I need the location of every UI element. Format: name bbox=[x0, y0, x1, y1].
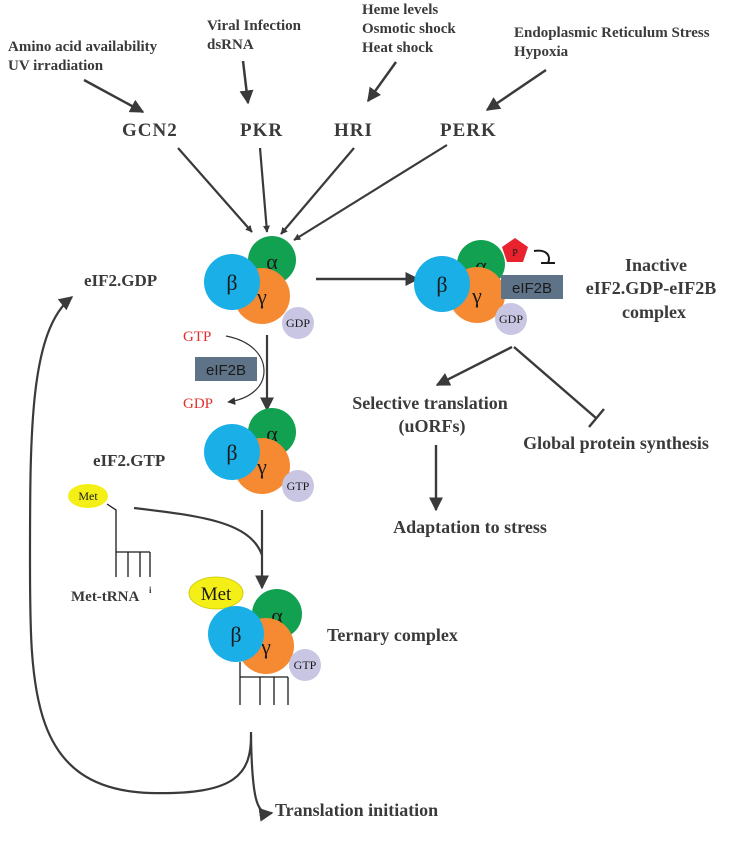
phosphate-pentagon bbox=[502, 238, 528, 262]
inactive-label-1: Inactive bbox=[625, 255, 687, 275]
phosphate-label: P bbox=[512, 248, 518, 259]
eif2b-box bbox=[501, 275, 563, 299]
exchange-gtp-in: GTP bbox=[183, 329, 211, 345]
stimulus-heat: Heat shock bbox=[362, 40, 434, 56]
trna-structure bbox=[239, 662, 289, 705]
inhibit-global-bar bbox=[588, 408, 605, 428]
gtp-label: GTP bbox=[287, 479, 310, 493]
stimulus-hypoxia: Hypoxia bbox=[514, 44, 569, 60]
stimuli-pkr: Viral Infection dsRNA bbox=[207, 18, 302, 53]
beta-subunit bbox=[204, 424, 260, 480]
alpha-label: α bbox=[266, 249, 278, 274]
met-trna-superscript: i bbox=[149, 585, 152, 595]
met-label: Met bbox=[78, 489, 98, 503]
global-protein-label: Global protein synthesis bbox=[523, 433, 709, 453]
beta-subunit bbox=[208, 606, 264, 662]
eif2b-label: eIF2B bbox=[512, 280, 552, 297]
arrow-pkr-to-alpha bbox=[258, 147, 270, 233]
gtp-molecule bbox=[289, 649, 321, 681]
stimulus-uv: UV irradiation bbox=[8, 58, 104, 74]
gamma-label: γ bbox=[471, 283, 482, 308]
arrow-stimulus-to-hri bbox=[366, 61, 398, 103]
inhibit-global-synthesis bbox=[513, 346, 597, 419]
inactive-label-2: eIF2.GDP-eIF2B bbox=[586, 278, 716, 298]
met-trna-join-curve bbox=[133, 506, 264, 556]
arrow-hri-to-alpha bbox=[280, 147, 355, 235]
met-trna: Met bbox=[68, 484, 151, 577]
stimuli-perk: Endoplasmic Reticulum Stress Hypoxia bbox=[514, 25, 710, 60]
inactive-complex: α γ β eIF2B GDP P bbox=[414, 238, 563, 335]
stimulus-amino-acid: Amino acid availability bbox=[8, 39, 158, 55]
kinase-pkr: PKR bbox=[240, 120, 283, 141]
gdp-molecule bbox=[282, 307, 314, 339]
selective-label-1: Selective translation bbox=[352, 393, 507, 413]
eif2-gdp-label: eIF2.GDP bbox=[84, 271, 157, 290]
stimulus-viral: Viral Infection bbox=[207, 18, 302, 34]
ternary-complex: Met α γ β GTP bbox=[188, 576, 321, 705]
beta-label: β bbox=[226, 440, 237, 465]
selective-label-2: (uORFs) bbox=[399, 416, 466, 437]
gdp-label: GDP bbox=[286, 316, 310, 330]
translation-initiation-label: Translation initiation bbox=[275, 800, 438, 820]
eif2-gtp-complex: α γ β GTP bbox=[204, 408, 314, 502]
trna-structure bbox=[106, 503, 151, 577]
eif2-gdp-complex: α γ β GDP bbox=[204, 236, 314, 339]
beta-label: β bbox=[226, 270, 237, 295]
met-trna-label: Met-tRNA bbox=[71, 589, 139, 605]
ternary-complex-label: Ternary complex bbox=[327, 625, 458, 645]
stimulus-osmotic: Osmotic shock bbox=[362, 21, 456, 37]
kinase-hri: HRI bbox=[334, 120, 373, 141]
kinase-gcn2: GCN2 bbox=[122, 120, 178, 141]
stimuli-hri: Heme levels Osmotic shock Heat shock bbox=[362, 2, 456, 56]
eif2b-exchange-box bbox=[195, 357, 257, 381]
gdp-molecule bbox=[495, 303, 527, 335]
exchange-curve bbox=[225, 335, 265, 405]
stimuli-gcn2: Amino acid availability UV irradiation bbox=[8, 39, 158, 74]
stimulus-heme: Heme levels bbox=[362, 2, 438, 18]
arrow-stimulus-to-perk bbox=[485, 68, 547, 112]
met-ellipse bbox=[68, 484, 108, 508]
met-label: Met bbox=[201, 584, 232, 605]
exchange-gdp-out: GDP bbox=[183, 396, 213, 412]
gamma-label: γ bbox=[256, 284, 267, 309]
beta-label: β bbox=[230, 622, 241, 647]
beta-subunit bbox=[204, 254, 260, 310]
gtp-label: GTP bbox=[294, 658, 317, 672]
gamma-label: γ bbox=[256, 454, 267, 479]
eif2-gtp-label: eIF2.GTP bbox=[93, 451, 165, 470]
beta-label: β bbox=[436, 272, 447, 297]
recycle-arrow bbox=[28, 296, 253, 795]
inactive-label-3: complex bbox=[622, 302, 686, 322]
stimulus-er-stress: Endoplasmic Reticulum Stress bbox=[514, 25, 710, 41]
stimulus-dsrna: dsRNA bbox=[207, 37, 254, 53]
inhibition-curve bbox=[533, 249, 550, 264]
gdp-label: GDP bbox=[499, 312, 523, 326]
beta-subunit bbox=[414, 256, 470, 312]
gamma-label: γ bbox=[260, 634, 271, 659]
gtp-molecule bbox=[282, 470, 314, 502]
arrow-stimulus-to-pkr bbox=[239, 60, 254, 105]
arrow-gcn2-to-alpha bbox=[177, 147, 253, 233]
met-ellipse bbox=[188, 576, 244, 610]
eif2b-exchange-label: eIF2B bbox=[206, 362, 246, 379]
kinase-perk: PERK bbox=[440, 120, 497, 141]
arrow-translation-initiation bbox=[249, 734, 274, 822]
arrow-stimulus-to-gcn2 bbox=[83, 78, 145, 114]
arrow-perk-to-alpha bbox=[293, 144, 448, 241]
arrow-to-selective-translation bbox=[435, 345, 513, 387]
adaptation-label: Adaptation to stress bbox=[393, 517, 547, 537]
